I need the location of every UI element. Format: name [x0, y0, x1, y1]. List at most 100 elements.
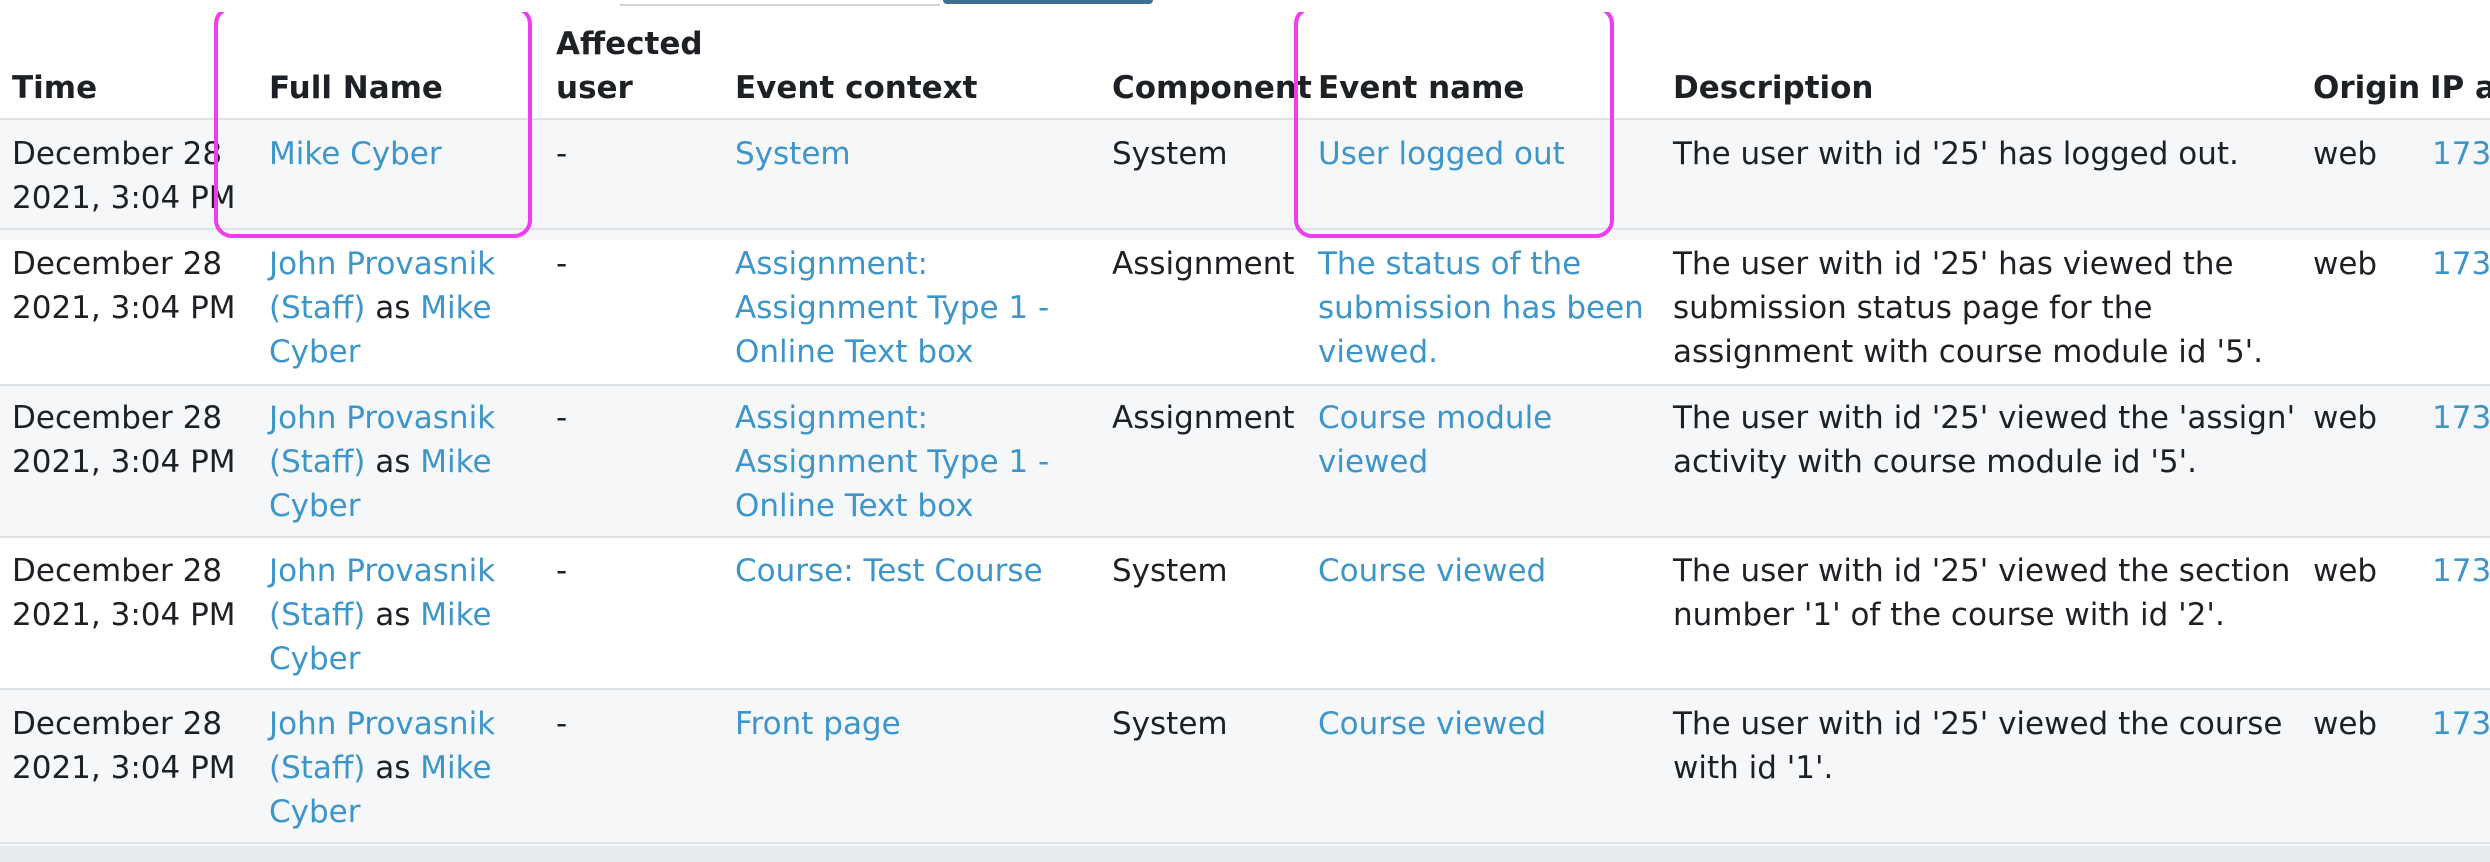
filter-button-edge[interactable]	[943, 0, 1153, 4]
cell-description-line2: submission status page for the	[1673, 290, 2153, 326]
cell-affected-user: -	[556, 136, 568, 172]
header-origin[interactable]: Origin	[2313, 70, 2421, 106]
cell-origin: web	[2313, 400, 2378, 436]
cell-description: The user with id '25' has logged out.	[1673, 136, 2239, 172]
event-name-link-line2[interactable]: submission has been	[1318, 290, 1644, 326]
event-context-link[interactable]: Assignment:	[735, 400, 928, 436]
user-link[interactable]: Mike	[420, 750, 492, 786]
cell-time-line2: 2021, 3:04 PM	[12, 180, 236, 216]
top-strip	[0, 0, 2490, 12]
real-user-link[interactable]: John Provasnik	[269, 553, 496, 589]
cell-component: System	[1112, 706, 1228, 742]
cell-time: December 28	[12, 706, 223, 742]
cell-origin: web	[2313, 246, 2378, 282]
event-context-link-line2[interactable]: Assignment Type 1 -	[735, 290, 1050, 326]
cell-time-line2: 2021, 3:04 PM	[12, 750, 236, 786]
event-context-link[interactable]: System	[735, 136, 851, 172]
user-link[interactable]: Mike Cyber	[269, 136, 442, 172]
cell-affected-user: -	[556, 400, 568, 436]
ip-address-link[interactable]: 173.	[2432, 553, 2490, 589]
cell-time-line2: 2021, 3:04 PM	[12, 290, 236, 326]
event-name-link[interactable]: Course module	[1318, 400, 1553, 436]
real-user-link-suffix[interactable]: (Staff)	[269, 290, 366, 326]
cell-origin: web	[2313, 553, 2378, 589]
cell-origin: web	[2313, 706, 2378, 742]
row-stripe	[0, 690, 2490, 846]
header-description[interactable]: Description	[1673, 70, 1874, 106]
user-link-line2[interactable]: Cyber	[269, 334, 361, 370]
event-name-link[interactable]: Course viewed	[1318, 553, 1547, 589]
ip-address-link[interactable]: 173.	[2432, 136, 2490, 172]
cell-description: The user with id '25' viewed the section	[1673, 553, 2291, 589]
cell-time: December 28	[12, 400, 223, 436]
cell-time: December 28	[12, 246, 223, 282]
log-table: Time Full Name Affected user Event conte…	[0, 12, 2490, 846]
as-label: as	[375, 290, 411, 326]
event-context-link[interactable]: Front page	[735, 706, 901, 742]
row-stripe	[0, 386, 2490, 536]
event-context-link[interactable]: Course: Test Course	[735, 553, 1043, 589]
cell-description: The user with id '25' has viewed the	[1673, 246, 2234, 282]
cell-component: Assignment	[1112, 246, 1295, 282]
user-link[interactable]: Mike	[420, 597, 492, 633]
real-user-link-suffix[interactable]: (Staff)	[269, 750, 366, 786]
cell-description: The user with id '25' viewed the course	[1673, 706, 2283, 742]
row-divider	[0, 536, 2490, 538]
cell-time-line2: 2021, 3:04 PM	[12, 444, 236, 480]
event-name-link[interactable]: Course viewed	[1318, 706, 1547, 742]
name-line2: (Staff) as Mike	[269, 746, 492, 790]
header-affected-user-line2[interactable]: user	[556, 70, 633, 106]
event-context-link[interactable]: Assignment:	[735, 246, 928, 282]
real-user-link-suffix[interactable]: (Staff)	[269, 444, 366, 480]
cell-time: December 28	[12, 136, 223, 172]
cell-description: The user with id '25' viewed the 'assign…	[1673, 400, 2296, 436]
event-name-link-line3[interactable]: viewed.	[1318, 334, 1438, 370]
header-divider	[0, 118, 2490, 120]
ip-address-link[interactable]: 173.	[2432, 400, 2490, 436]
ip-address-link[interactable]: 173.	[2432, 706, 2490, 742]
as-label: as	[375, 444, 411, 480]
real-user-link[interactable]: John Provasnik	[269, 246, 496, 282]
event-context-link-line3[interactable]: Online Text box	[735, 488, 974, 524]
event-name-link-line2[interactable]: viewed	[1318, 444, 1429, 480]
real-user-link-suffix[interactable]: (Staff)	[269, 597, 366, 633]
cell-description-line2: activity with course module id '5'.	[1673, 444, 2198, 480]
name-line2: (Staff) as Mike	[269, 286, 492, 330]
user-link-line2[interactable]: Cyber	[269, 794, 361, 830]
user-link-line2[interactable]: Cyber	[269, 641, 361, 677]
cell-component: System	[1112, 553, 1228, 589]
cell-description-line2: number '1' of the course with id '2'.	[1673, 597, 2225, 633]
as-label: as	[375, 750, 411, 786]
header-component[interactable]: Component	[1112, 70, 1312, 106]
event-name-link[interactable]: The status of the	[1318, 246, 1582, 282]
name-line2: (Staff) as Mike	[269, 440, 492, 484]
name-line2: (Staff) as Mike	[269, 593, 492, 637]
filter-input-edge[interactable]	[620, 0, 940, 6]
real-user-link[interactable]: John Provasnik	[269, 400, 496, 436]
user-link[interactable]: Mike	[420, 290, 492, 326]
row-divider	[0, 228, 2490, 230]
cell-affected-user: -	[556, 706, 568, 742]
header-full-name[interactable]: Full Name	[269, 70, 443, 106]
header-time[interactable]: Time	[12, 70, 98, 106]
real-user-link[interactable]: John Provasnik	[269, 706, 496, 742]
user-link[interactable]: Mike	[420, 444, 492, 480]
cell-description-line2: with id '1'.	[1673, 750, 1834, 786]
cell-affected-user: -	[556, 246, 568, 282]
header-ip-address[interactable]: IP a	[2430, 70, 2490, 106]
header-event-name[interactable]: Event name	[1318, 70, 1525, 106]
cell-origin: web	[2313, 136, 2378, 172]
ip-address-link[interactable]: 173.	[2432, 246, 2490, 282]
user-link-line2[interactable]: Cyber	[269, 488, 361, 524]
cell-component: System	[1112, 136, 1228, 172]
as-label: as	[375, 597, 411, 633]
cell-time: December 28	[12, 553, 223, 589]
event-name-link[interactable]: User logged out	[1318, 136, 1565, 172]
header-event-context[interactable]: Event context	[735, 70, 978, 106]
cell-affected-user: -	[556, 553, 568, 589]
event-context-link-line3[interactable]: Online Text box	[735, 334, 974, 370]
event-context-link-line2[interactable]: Assignment Type 1 -	[735, 444, 1050, 480]
cell-component: Assignment	[1112, 400, 1295, 436]
header-affected-user[interactable]: Affected	[556, 26, 703, 62]
cell-description-line3: assignment with course module id '5'.	[1673, 334, 2264, 370]
